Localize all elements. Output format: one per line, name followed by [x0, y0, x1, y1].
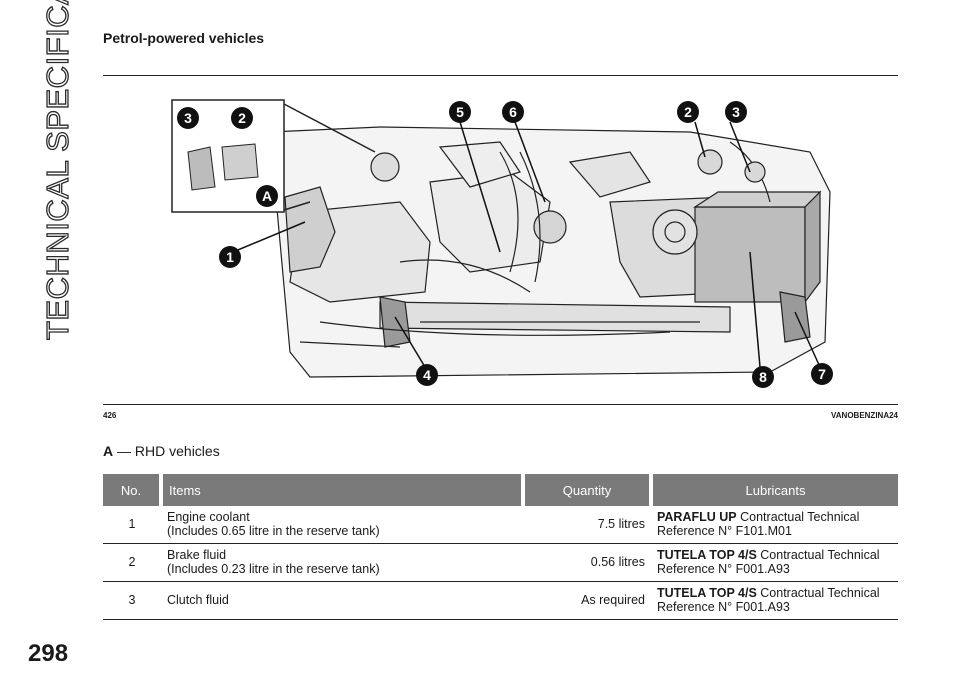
top-rule	[103, 75, 898, 76]
callout-8-marker	[752, 366, 774, 388]
item-name: Engine coolant	[167, 510, 250, 524]
lubricant-spec: Contractual Technical	[760, 586, 880, 600]
header-no: No.	[103, 474, 161, 506]
lubricant-spec: Contractual Technical	[740, 510, 860, 524]
header-quantity: Quantity	[521, 474, 651, 506]
callout-inset-3: 3	[184, 110, 192, 126]
callout-2: 2	[684, 104, 692, 120]
row-quantity: 7.5 litres	[523, 506, 651, 544]
item-note: (Includes 0.65 litre in the reserve tank…	[167, 524, 380, 538]
figure-code: VANOBENZINA24	[831, 411, 898, 420]
callout-inset-A-marker	[256, 185, 278, 207]
row-lubricant: TUTELA TOP 4/S Contractual Technical Ref…	[651, 543, 898, 582]
callout-4-marker	[416, 364, 438, 386]
table-row: 3 Clutch fluid As required TUTELA TOP 4/…	[103, 581, 898, 620]
callout-inset-A: A	[262, 188, 272, 204]
callout-6-marker	[502, 101, 524, 123]
callout-leaders	[232, 121, 821, 368]
callout-markers	[177, 101, 833, 388]
section-heading: Petrol-powered vehicles	[103, 30, 265, 46]
callout-2-marker	[677, 101, 699, 123]
lubricant-reference: Reference N° F101.M01	[657, 524, 792, 538]
table-row: 1 Engine coolant (Includes 0.65 litre in…	[103, 506, 898, 544]
callout-3-marker	[725, 101, 747, 123]
row-no: 1	[103, 506, 161, 544]
callout-inset-2: 2	[238, 110, 246, 126]
item-note: (Includes 0.23 litre in the reserve tank…	[167, 562, 380, 576]
lubricant-name: TUTELA TOP 4/S	[657, 586, 757, 600]
callout-6: 6	[509, 104, 517, 120]
row-item: Engine coolant (Includes 0.65 litre in t…	[161, 506, 523, 544]
table-header-row: No. Items Quantity Lubricants	[103, 474, 898, 506]
lubricant-name: TUTELA TOP 4/S	[657, 548, 757, 562]
row-lubricant: TUTELA TOP 4/S Contractual Technical Ref…	[651, 581, 898, 620]
callout-5-marker	[449, 101, 471, 123]
header-lubricants: Lubricants	[649, 474, 898, 506]
lubricant-reference: Reference N° F001.A93	[657, 600, 790, 614]
legend-text: — RHD vehicles	[117, 443, 220, 459]
callout-7-marker	[811, 363, 833, 385]
row-item: Clutch fluid	[161, 581, 523, 620]
callout-1: 1	[226, 249, 234, 265]
callout-inset-2-marker	[231, 107, 253, 129]
row-item: Brake fluid (Includes 0.23 litre in the …	[161, 543, 523, 582]
row-quantity: As required	[523, 581, 651, 620]
row-no: 3	[103, 581, 161, 620]
lubricant-spec: Contractual Technical	[760, 548, 880, 562]
engine-bay-illustration: 3 2 A 1 5 6 2 3 4 8 7	[170, 92, 840, 392]
figure-number: 426	[103, 411, 117, 420]
callout-3: 3	[732, 104, 740, 120]
row-lubricant: PARAFLU UP Contractual Technical Referen…	[651, 506, 898, 544]
lubricant-reference: Reference N° F001.A93	[657, 562, 790, 576]
fluids-table: No. Items Quantity Lubricants 1 Engine c…	[103, 474, 898, 620]
callout-1-marker	[219, 246, 241, 268]
legend-key: A	[103, 443, 114, 459]
item-name: Clutch fluid	[167, 593, 229, 607]
header-items: Items	[159, 474, 523, 506]
figure-rule	[103, 404, 898, 405]
engine-bay-line-art	[269, 126, 831, 378]
table-row: 2 Brake fluid (Includes 0.23 litre in th…	[103, 543, 898, 582]
callout-inset-3-marker	[177, 107, 199, 129]
callout-4: 4	[423, 367, 431, 383]
callout-8: 8	[759, 369, 767, 385]
lubricant-name: PARAFLU UP	[657, 510, 737, 524]
row-no: 2	[103, 543, 161, 582]
callout-5: 5	[456, 104, 464, 120]
side-section-title: TECHNICAL SPECIFICATIONS	[39, 0, 75, 341]
row-quantity: 0.56 litres	[523, 543, 651, 582]
callout-7: 7	[818, 366, 826, 382]
page-number: 298	[28, 640, 69, 667]
figure-legend: A — RHD vehicles	[103, 443, 220, 459]
item-name: Brake fluid	[167, 548, 227, 562]
